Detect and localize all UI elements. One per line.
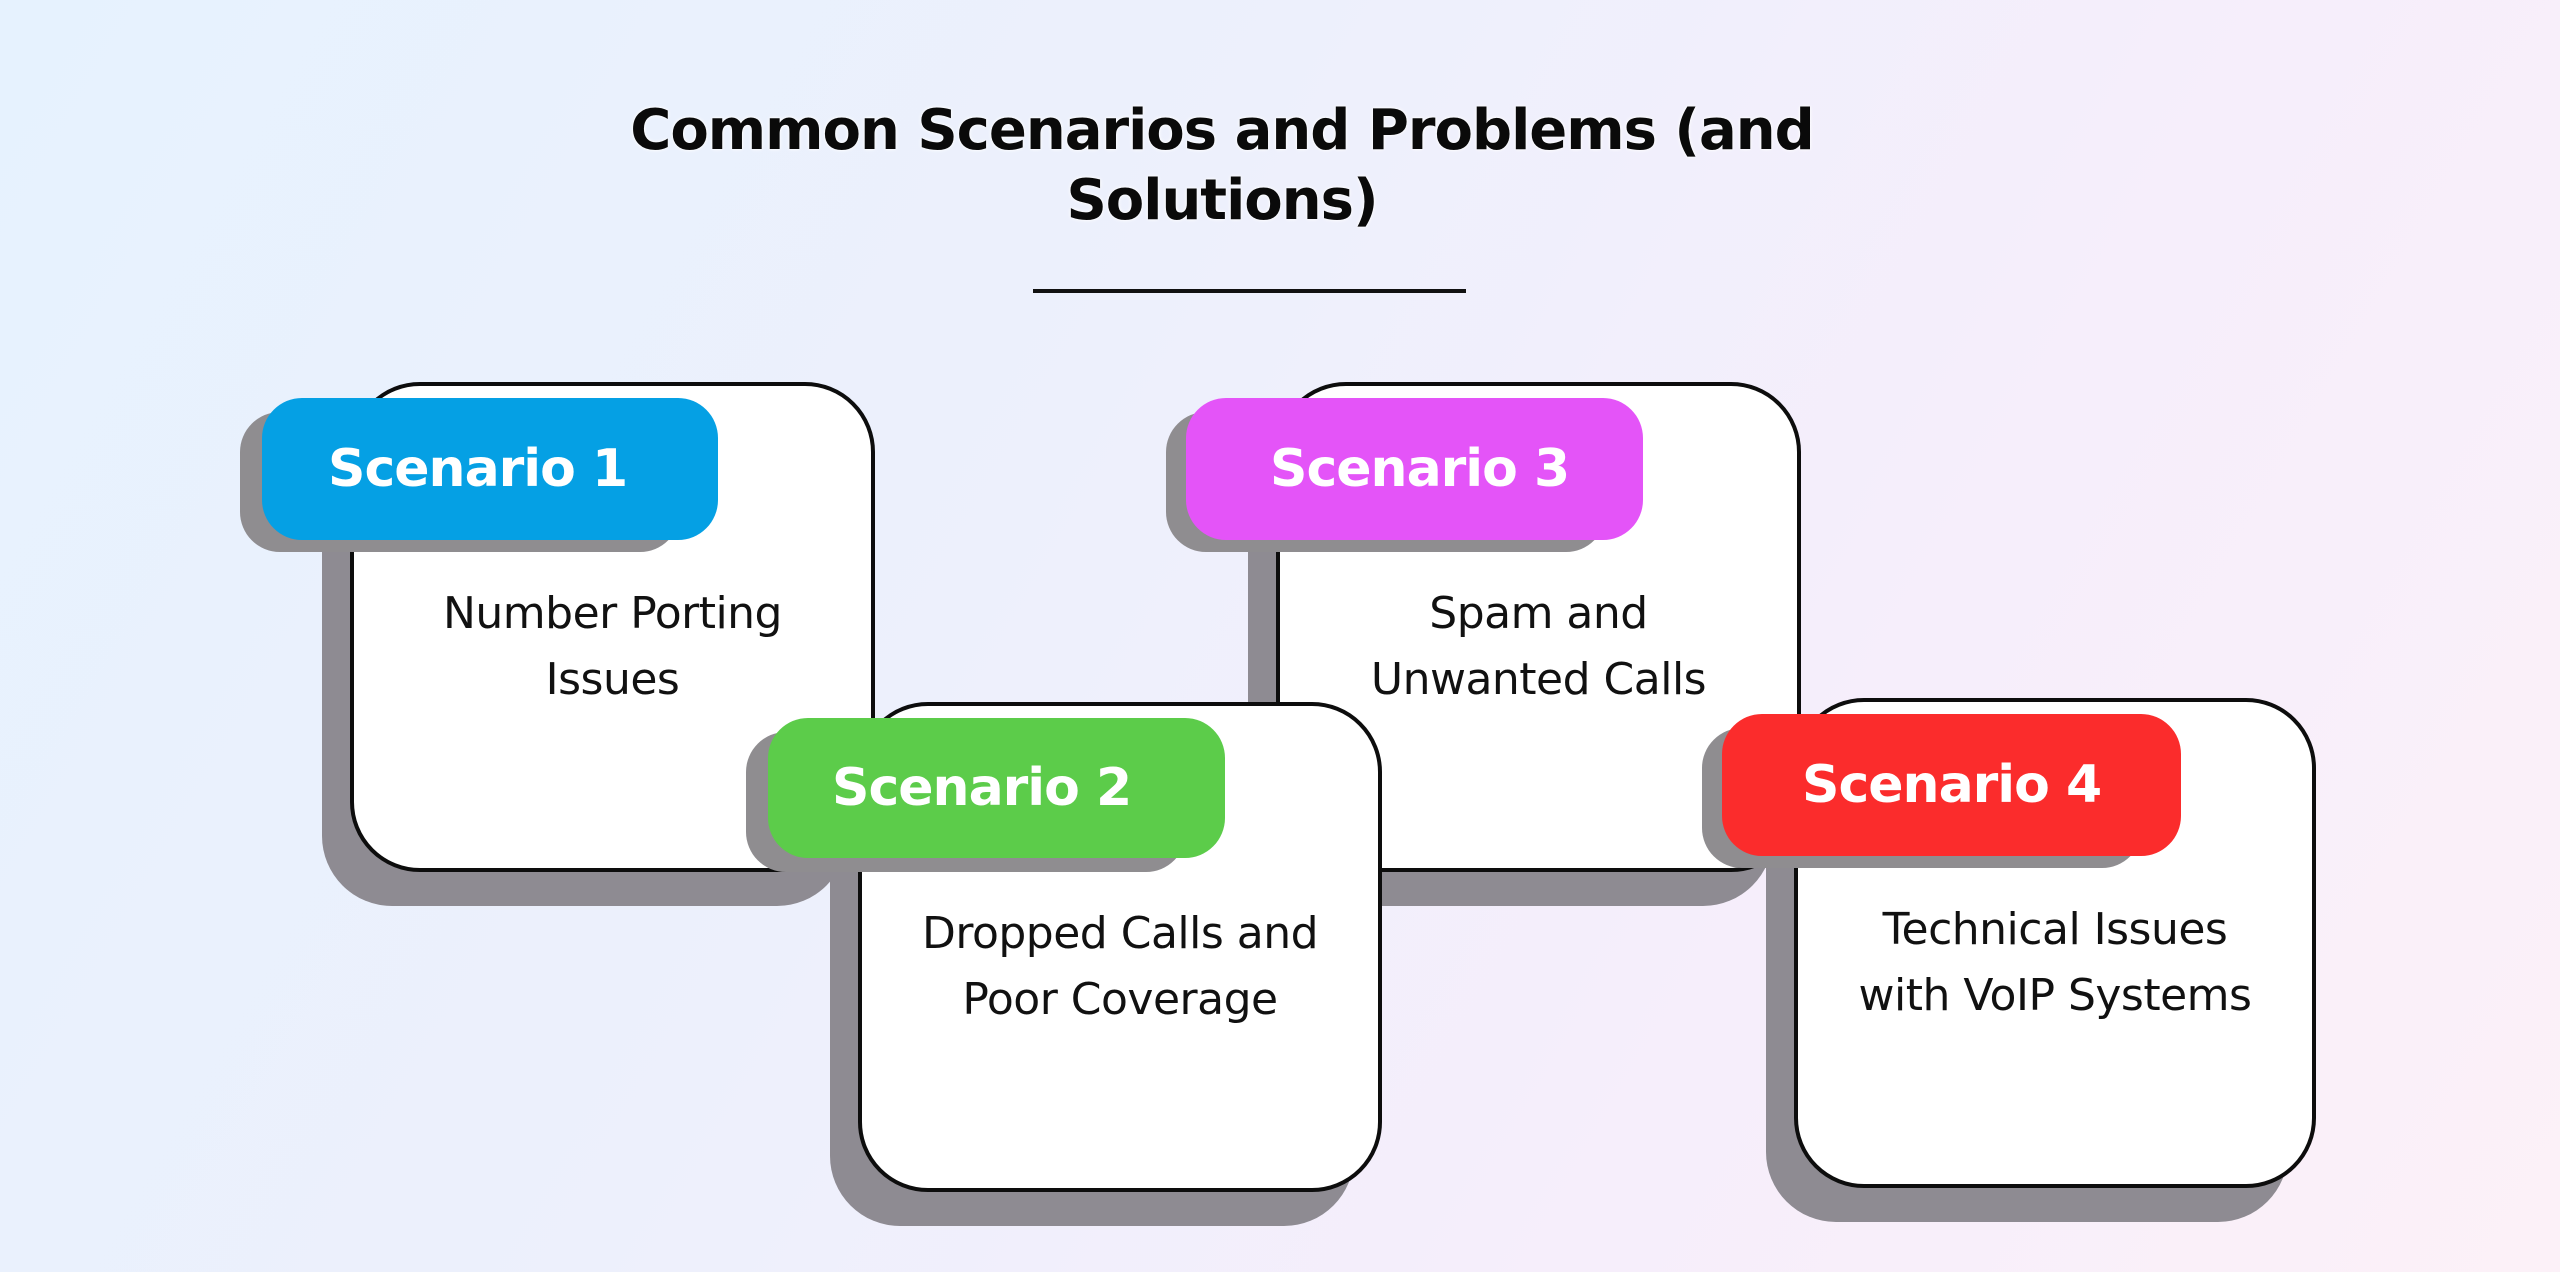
scenario-label-text: Scenario 4 [1802,755,2102,815]
title-underline [1033,289,1466,293]
scenario-description: Technical Issues with VoIP Systems [1858,904,2252,1021]
scenario-label-text: Scenario 1 [328,439,628,499]
scenario-description: Dropped Calls and Poor Coverage [921,908,1319,1025]
scenario-label: Scenario 2 [768,718,1225,858]
scenario-label-text: Scenario 2 [832,758,1132,818]
scenario-label-text: Scenario 3 [1270,439,1570,499]
title-line-2: Solutions) [1066,168,1378,233]
title-line-1: Common Scenarios and Problems (and [630,98,1815,163]
scenario-label: Scenario 1 [262,398,718,540]
scenario-label: Scenario 4 [1722,714,2181,856]
scenario-description: Spam and Unwanted Calls [1370,588,1707,705]
page-title: Common Scenarios and Problems (and Solut… [622,96,1822,236]
scenario-description: Number Porting Issues [442,588,783,705]
scenario-label: Scenario 3 [1186,398,1643,540]
